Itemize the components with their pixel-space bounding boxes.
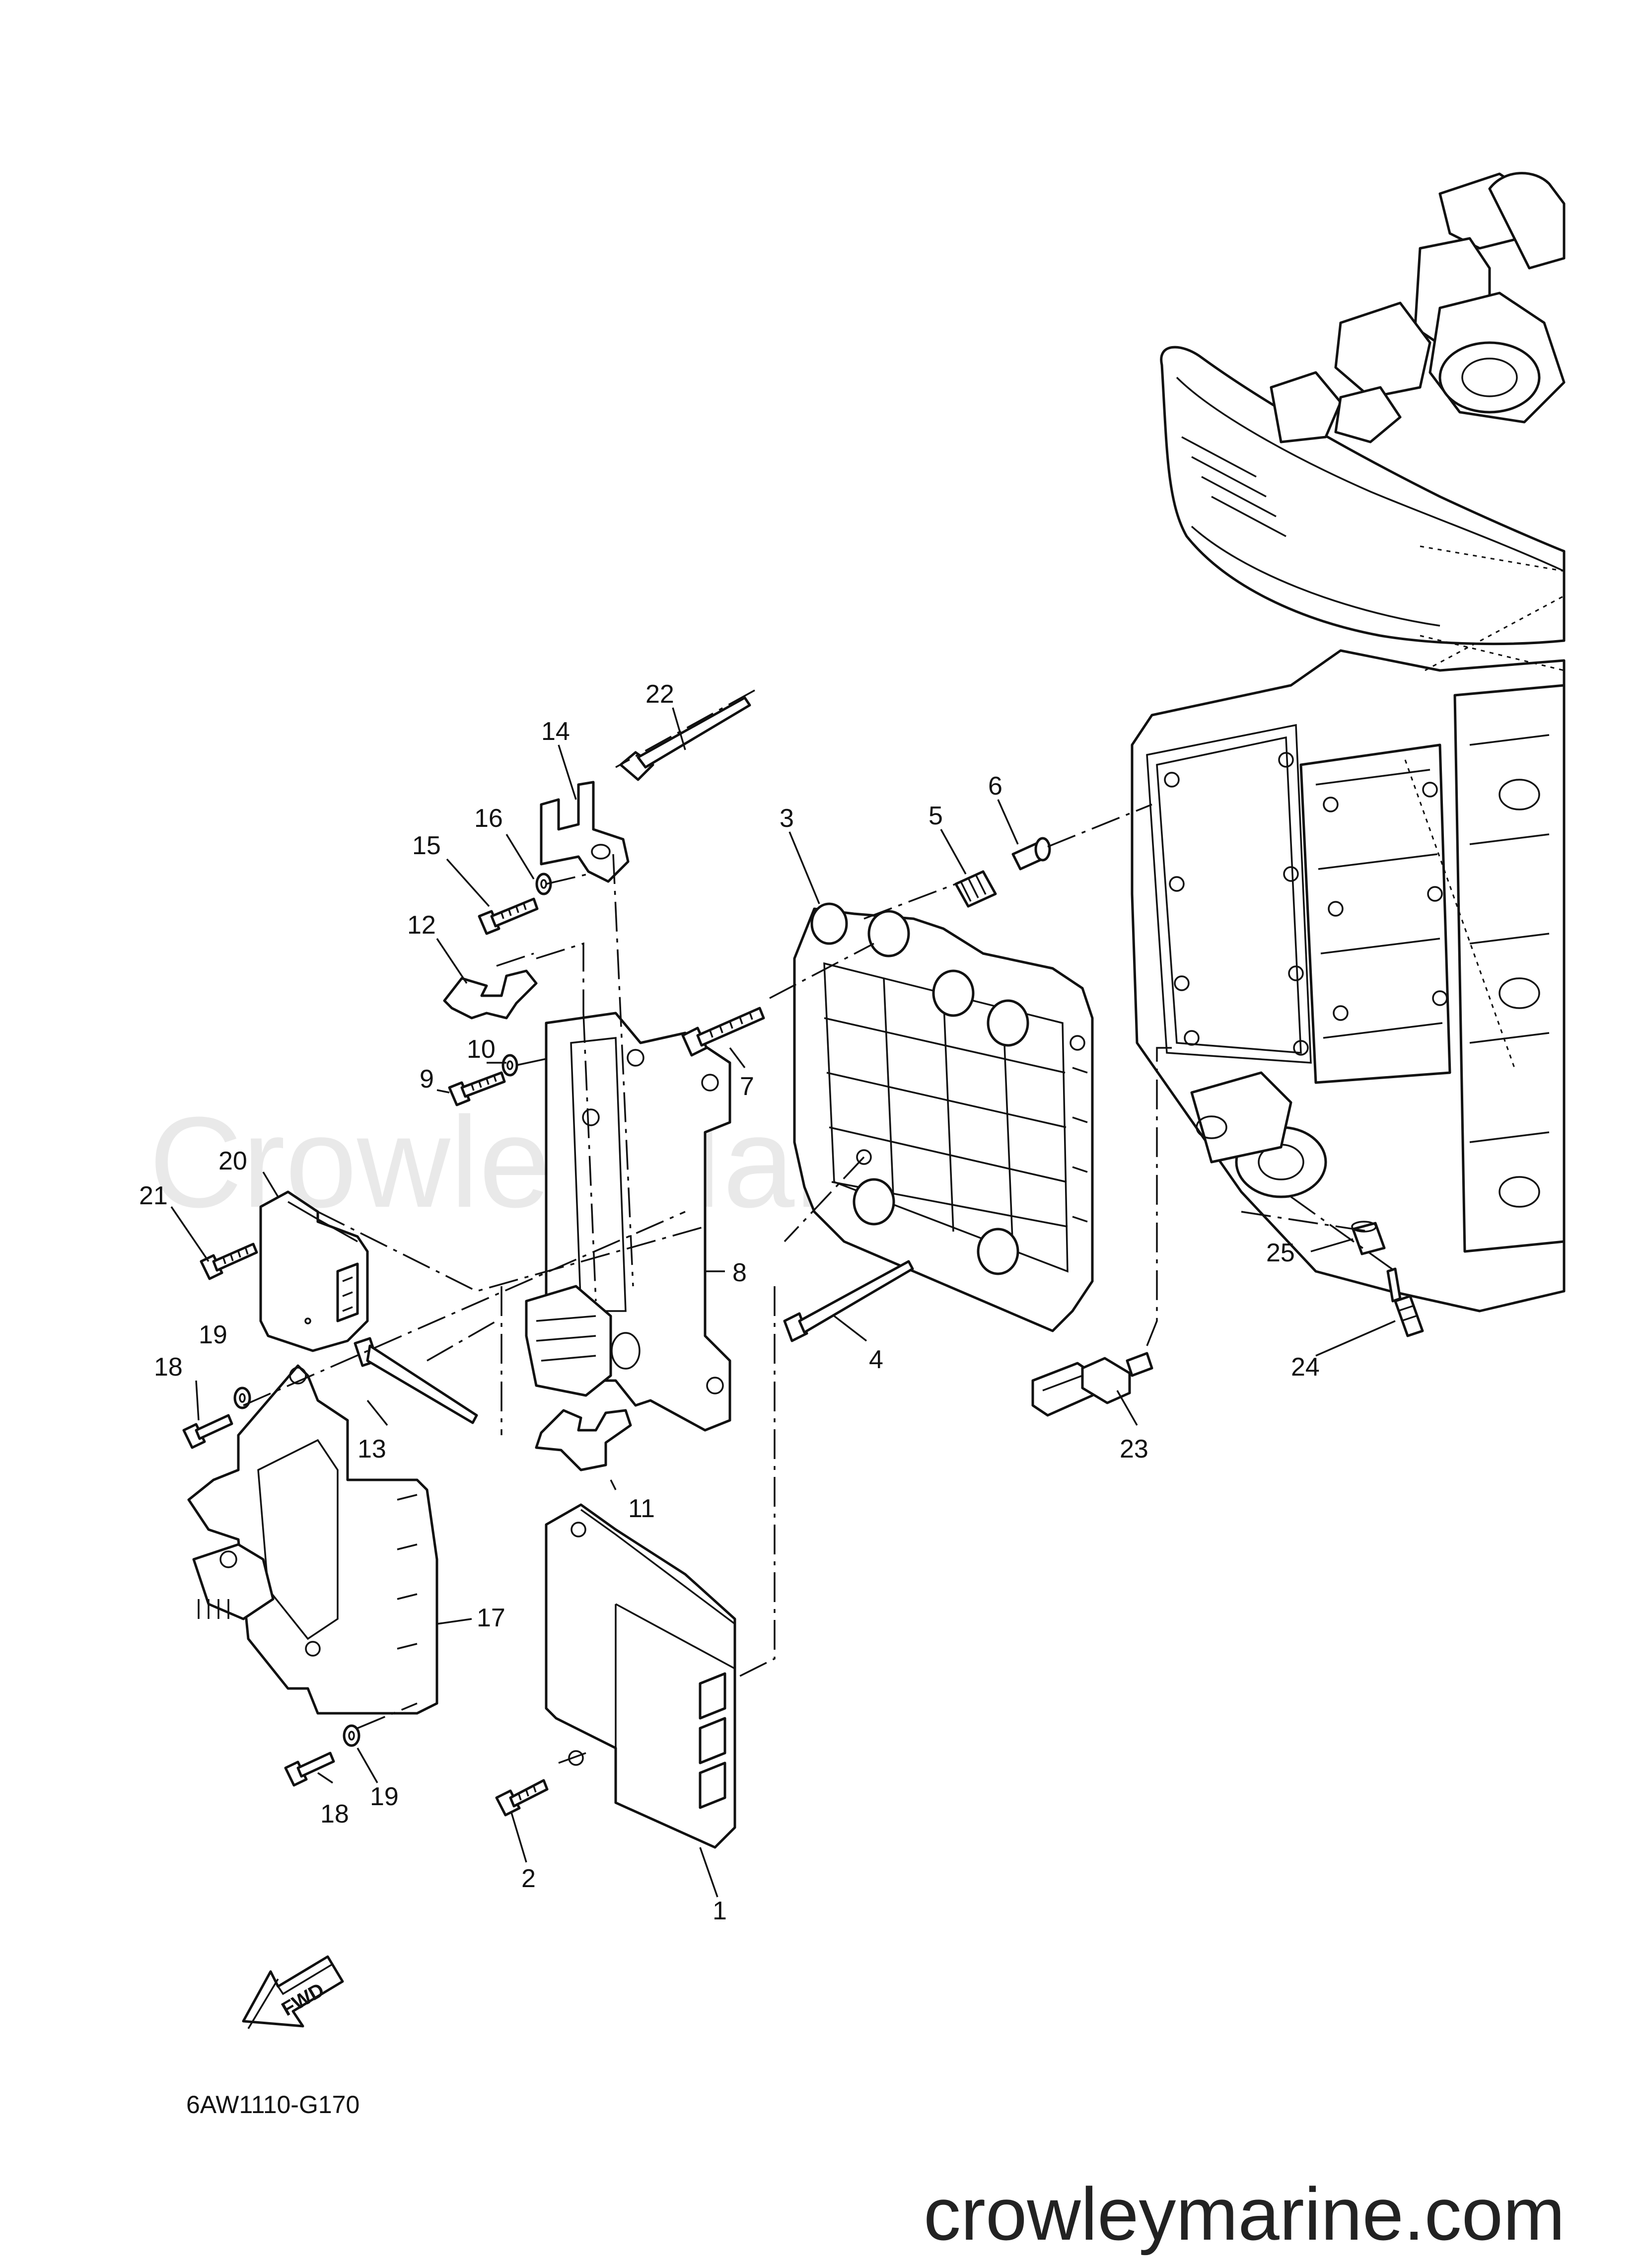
callout-13: 13: [357, 1435, 386, 1463]
part-6-collar: [1011, 837, 1051, 871]
callout-19-upper: 19: [199, 1320, 227, 1349]
callout-9: 9: [420, 1065, 434, 1094]
callout-15: 15: [412, 831, 441, 860]
callout-19-lower: 19: [370, 1782, 399, 1811]
part-1-ecm: [545, 1503, 736, 1849]
callout-1: 1: [713, 1897, 727, 1925]
diagram-code: 6AW1110-G170: [186, 2091, 359, 2119]
callout-3: 3: [780, 804, 794, 833]
callout-11: 11: [628, 1494, 655, 1523]
part-5-grommet: [954, 870, 997, 908]
callout-4: 4: [869, 1345, 883, 1374]
part-10-washer: [501, 1054, 518, 1077]
part-14-clamp: [540, 781, 630, 883]
callout-25: 25: [1266, 1239, 1295, 1267]
callout-24: 24: [1291, 1353, 1320, 1382]
brand-url: crowleymarine.com: [924, 2172, 1565, 2256]
part-2-bolt: [495, 1779, 549, 1817]
callout-22: 22: [645, 680, 674, 709]
callout-21: 21: [139, 1181, 168, 1210]
callout-12: 12: [407, 911, 436, 940]
part-13-cable-tie: [354, 1337, 478, 1424]
part-24-sensor: [1386, 1267, 1424, 1337]
part-19-washer-upper: [233, 1387, 251, 1409]
callout-14: 14: [541, 717, 570, 746]
part-15-bolt: [478, 897, 539, 935]
part-23-sensor: [1031, 1352, 1153, 1417]
callout-8: 8: [732, 1258, 747, 1287]
assembly-guide-lines: [243, 689, 1396, 1764]
part-18-bolt-upper: [182, 1414, 233, 1449]
engine-block: [1131, 172, 1566, 1313]
callout-20: 20: [218, 1147, 247, 1175]
callout-10: 10: [467, 1035, 496, 1064]
callout-17: 17: [477, 1604, 505, 1632]
part-4-cable-tie: [783, 1260, 914, 1342]
part-3-bracket: [793, 902, 1094, 1332]
part-8-bracket: [525, 1012, 731, 1432]
callout-18-upper: 18: [154, 1353, 183, 1382]
forward-arrow-icon: FWD: [242, 1955, 344, 2029]
callout-2: 2: [521, 1864, 536, 1893]
part-12-clip: [443, 969, 538, 1020]
part-11-clip: [535, 1409, 632, 1471]
part-20-module: [259, 1190, 369, 1352]
part-21-bolt: [200, 1243, 258, 1280]
callout-leaders: [170, 707, 1396, 1898]
callout-23: 23: [1120, 1435, 1148, 1463]
callout-6: 6: [988, 772, 1002, 801]
part-18-bolt-lower: [284, 1752, 335, 1787]
callout-5: 5: [928, 802, 943, 830]
part-17-bracket: [187, 1364, 438, 1715]
part-9-bolt: [448, 1071, 506, 1106]
callout-18-lower: 18: [320, 1800, 349, 1829]
part-7-bolt: [681, 1007, 765, 1057]
callout-16: 16: [474, 804, 503, 833]
part-22-cable-tie: [619, 696, 751, 781]
callout-7: 7: [740, 1072, 754, 1101]
callout-labels: 1 2 3 4 5 6 7 8 9 10 11 12 13 14 15 16 1…: [139, 680, 1320, 1925]
part-19-washer-lower: [343, 1724, 360, 1747]
